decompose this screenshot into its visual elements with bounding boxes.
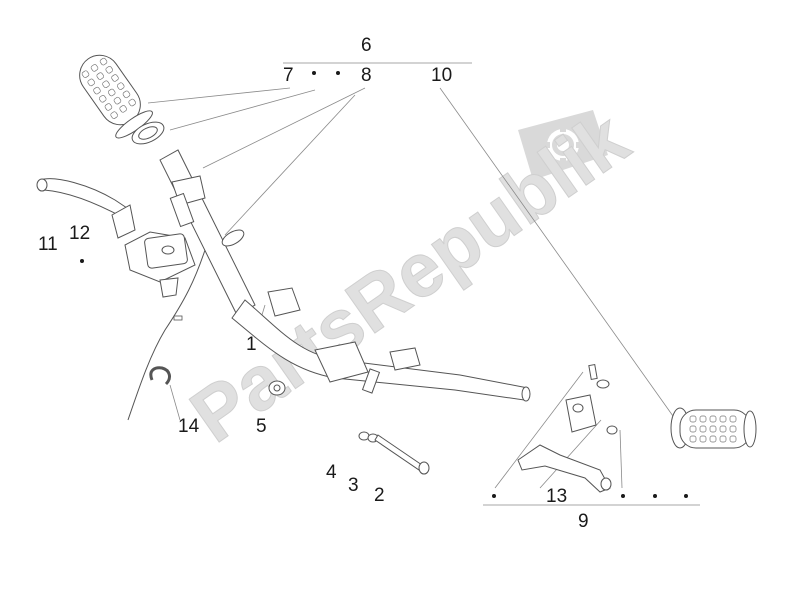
left-grip: [79, 54, 165, 145]
callout-4: 4: [326, 462, 337, 483]
clip-14: [149, 366, 171, 386]
nut-5: [268, 380, 286, 396]
callout-6: 6: [361, 35, 372, 56]
left-brake-assembly: [36, 178, 196, 298]
callout-5: 5: [256, 416, 267, 437]
callout-11: 11: [38, 234, 58, 255]
callout-13: 13: [546, 486, 568, 507]
callout-1: 1: [246, 334, 257, 355]
callout-12: 12: [69, 223, 91, 244]
callout-7: 7: [283, 65, 294, 86]
callout-8: 8: [361, 65, 372, 86]
callout-2: 2: [374, 485, 385, 506]
right-lever-assembly: [517, 364, 618, 493]
callout-14: 14: [178, 416, 200, 437]
callout-3: 3: [348, 475, 359, 496]
callout-dots: [80, 71, 688, 498]
callout-9: 9: [578, 511, 589, 532]
callout-10: 10: [431, 65, 453, 86]
leader-lines: [147, 62, 700, 506]
brake-cable: [127, 249, 206, 421]
gear-flag-icon: [518, 110, 608, 180]
bolt-assembly: [358, 431, 430, 475]
handlebar: [159, 149, 531, 402]
right-grip: [670, 407, 757, 449]
